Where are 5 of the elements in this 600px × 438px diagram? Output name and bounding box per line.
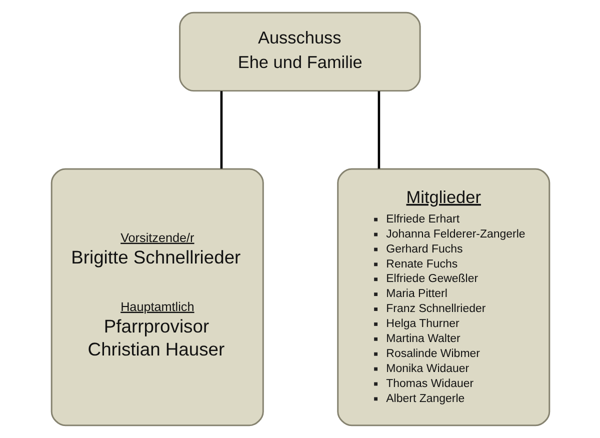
connector xyxy=(377,91,380,169)
connector xyxy=(220,91,222,169)
node-box: Ausschuss Ehe und Familie xyxy=(178,12,420,92)
node-box: Vorsitzende/r Brigitte Schnellrieder Hauptamtlich Pfarrprovisor Christian Hauser xyxy=(50,168,264,426)
node-box: Mitglieder Elfriede Erhart Johanna Felderer-Zangerle Gerhard Fuchs Renate Fuchs Elfriede Geweßler Maria Pitterl Franz Schnellrieder Helga Thurner Martina Walter Rosalinde Wibmer Monika Widauer Thomas Widauer Albert Zangerle xyxy=(336,168,550,426)
